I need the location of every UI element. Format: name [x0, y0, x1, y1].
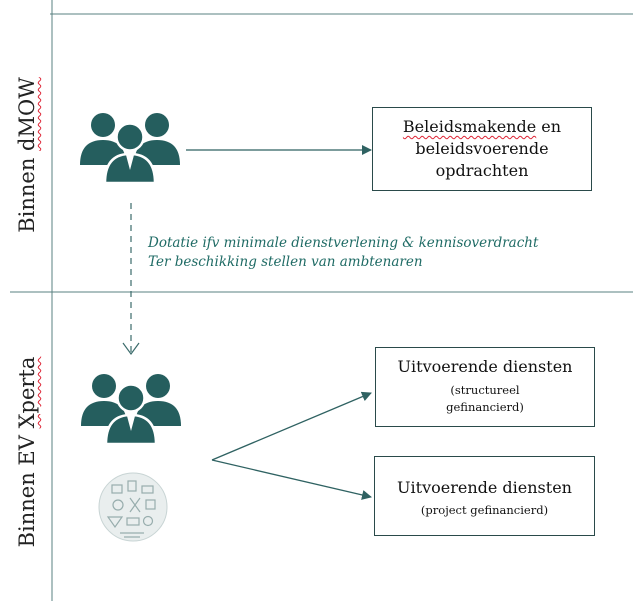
lane-label-top-name: dMOW	[15, 77, 39, 151]
lane-label-top-prefix: Binnen	[15, 150, 39, 233]
project-services-box: Uitvoerende diensten (project gefinancie…	[374, 456, 595, 536]
note-line2: Ter beschikking stellen van ambtenaren	[148, 254, 423, 270]
services-collage-icon	[98, 472, 168, 542]
project-sub1: (project gefinancierd)	[420, 503, 549, 517]
structural-title: Uitvoerende diensten	[397, 357, 573, 376]
lane-label-bottom-prefix: Binnen EV	[15, 428, 39, 548]
note-block: Dotatie ifv minimale dienstverlening & k…	[148, 234, 538, 272]
policy-line1-rest: en	[536, 117, 562, 136]
structural-sub2: gefinancierd)	[446, 400, 524, 414]
lane-label-bottom: Binnen EV Xperta	[15, 352, 45, 552]
people-group-icon	[80, 113, 180, 185]
structural-sub1: (structureel	[450, 383, 520, 397]
arrow-to-structural	[211, 391, 372, 461]
dashed-arrow-head	[122, 342, 140, 356]
policy-line2: beleidsvoerende	[415, 139, 549, 158]
project-title: Uitvoerende diensten	[397, 478, 572, 497]
arrow-to-project	[211, 459, 372, 500]
lane-label-top: Binnen dMOW	[15, 65, 45, 245]
policy-line1-word: Beleidsmakende	[402, 117, 537, 136]
lane-label-bottom-name: Xperta	[15, 356, 39, 429]
policy-tasks-box: Beleidsmakende en beleidsvoerende opdrac…	[372, 107, 592, 191]
policy-line1: Beleidsmakende en	[373, 116, 591, 138]
note-line1: Dotatie ifv minimale dienstverlening & k…	[148, 235, 539, 251]
structural-services-box: Uitvoerende diensten (structureel gefina…	[375, 347, 595, 427]
policy-line3: opdrachten	[435, 161, 529, 180]
people-group-icon	[81, 374, 181, 446]
